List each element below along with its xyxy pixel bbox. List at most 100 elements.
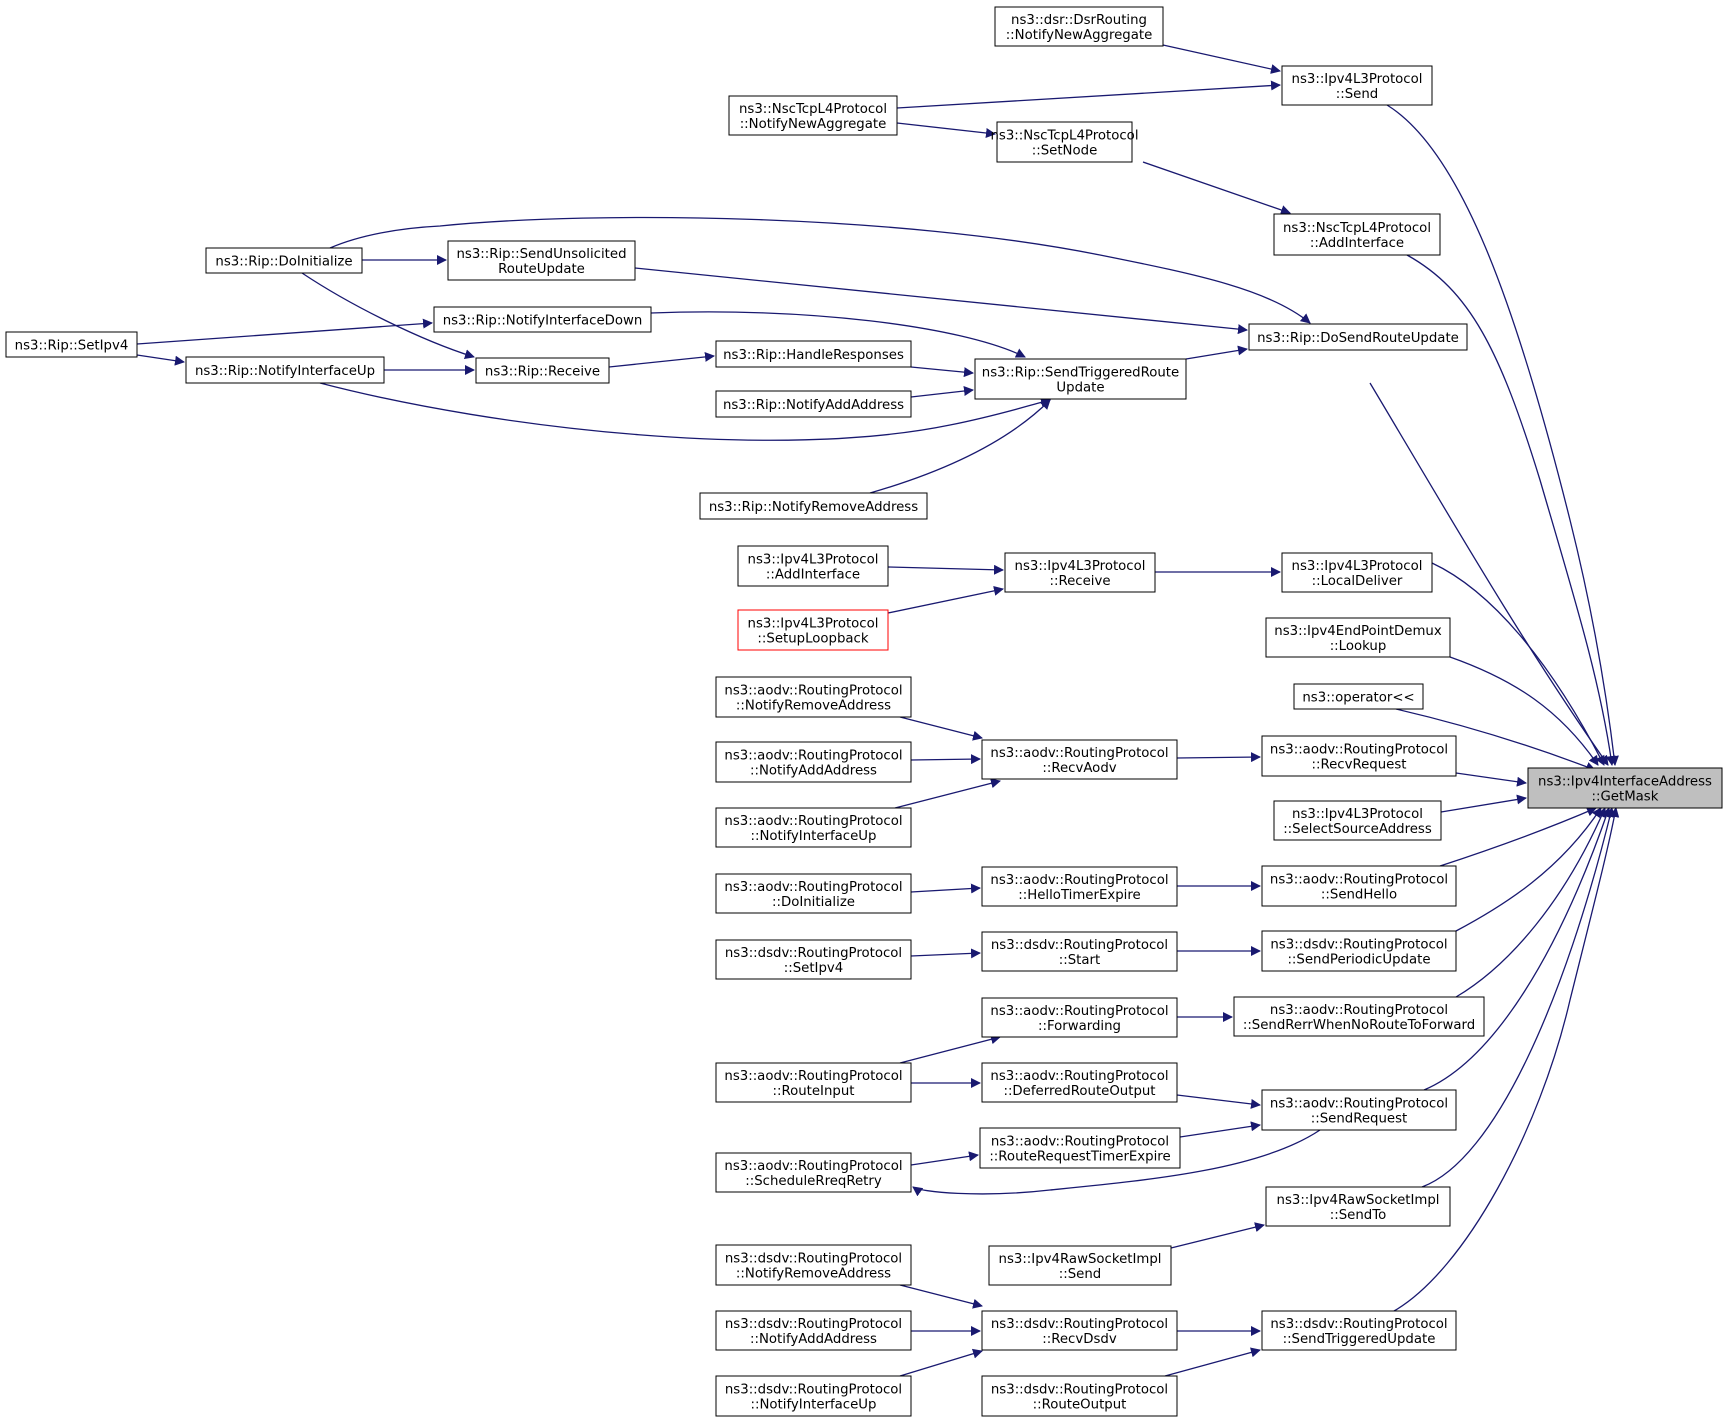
call-edge-40 [910, 883, 981, 894]
node-dsdv-routeout[interactable]: ns3::dsdv::RoutingProtocol::RouteOutput [981, 1375, 1178, 1417]
node-label-line: ::NotifyNewAggregate [1006, 28, 1153, 43]
node-label-line: RouteUpdate [498, 262, 585, 277]
node-aodv-ifup[interactable]: ns3::aodv::RoutingProtocol::NotifyInterf… [715, 807, 912, 848]
node-label-line: ns3::Ipv4RawSocketImpl [1277, 1193, 1440, 1208]
node-box [737, 609, 889, 651]
node-aodv-recvreq[interactable]: ns3::aodv::RoutingProtocol::RecvRequest [1261, 735, 1457, 777]
call-edge-11 [1455, 772, 1527, 787]
call-edge-34 [887, 585, 1004, 614]
node-box [1293, 683, 1424, 710]
node-rip-rmaddr[interactable]: ns3::Rip::NotifyRemoveAddress [699, 492, 928, 520]
node-dsdv-trig[interactable]: ns3::dsdv::RoutingProtocol::SendTriggere… [1261, 1310, 1457, 1351]
node-rip-handle[interactable]: ns3::Rip::HandleResponses [715, 340, 912, 368]
node-aodv-rerr[interactable]: ns3::aodv::RoutingProtocol::SendRerrWhen… [1233, 996, 1485, 1037]
node-label-line: ns3::dsr::DsrRouting [1011, 13, 1147, 28]
node-rip-setipv4[interactable]: ns3::Rip::SetIpv4 [5, 331, 138, 358]
node-label-line: ::GetMask [1592, 790, 1659, 805]
node-raw-sendto[interactable]: ns3::Ipv4RawSocketImpl::SendTo [1265, 1186, 1451, 1227]
node-label-line: ::RecvDsdv [1042, 1332, 1117, 1347]
node-aodv-addaddr[interactable]: ns3::aodv::RoutingProtocol::NotifyAddAdd… [715, 741, 912, 783]
node-dsdv-rmaddr[interactable]: ns3::dsdv::RoutingProtocol::NotifyRemove… [715, 1244, 912, 1286]
node-l3-addif[interactable]: ns3::Ipv4L3Protocol::AddInterface [737, 545, 889, 587]
node-rip-doinit[interactable]: ns3::Rip::DoInitialize [205, 247, 363, 274]
node-label-line: ::NotifyInterfaceUp [751, 1398, 877, 1413]
node-label-line: ns3::dsdv::RoutingProtocol [725, 1383, 902, 1398]
node-rip-ifup[interactable]: ns3::Rip::NotifyInterfaceUp [185, 356, 385, 384]
call-edge-27 [910, 366, 974, 378]
call-edge-18 [1393, 807, 1620, 1312]
node-box [715, 1310, 912, 1351]
node-label-line: ns3::Rip::SendUnsolicited [456, 247, 626, 262]
node-aodv-schedretry[interactable]: ns3::aodv::RoutingProtocol::ScheduleRreq… [715, 1152, 912, 1193]
node-aodv-sendhello[interactable]: ns3::aodv::RoutingProtocol::SendHello [1261, 865, 1457, 907]
node-dsr-notify[interactable]: ns3::dsr::DsrRouting::NotifyNewAggregate [994, 6, 1164, 47]
call-edge-31 [869, 399, 1051, 494]
node-l3-send[interactable]: ns3::Ipv4L3Protocol::Send [1281, 65, 1433, 106]
node-rip-receive[interactable]: ns3::Rip::Receive [475, 357, 610, 384]
node-op-ls[interactable]: ns3::operator<< [1293, 683, 1424, 710]
node-dsdv-recv[interactable]: ns3::dsdv::RoutingProtocol::RecvDsdv [981, 1310, 1178, 1351]
node-raw-send[interactable]: ns3::Ipv4RawSocketImpl::Send [988, 1245, 1172, 1286]
node-layer: ns3::Ipv4InterfaceAddress::GetMaskns3::d… [5, 6, 1723, 1417]
call-edge-16 [1423, 807, 1611, 1091]
call-edge-33 [887, 564, 1004, 575]
node-l3-loopback[interactable]: ns3::Ipv4L3Protocol::SetupLoopback [737, 609, 889, 651]
node-epdemux[interactable]: ns3::Ipv4EndPointDemux::Lookup [1265, 617, 1451, 658]
node-label-line: ns3::Ipv4L3Protocol [748, 617, 879, 632]
node-box [981, 931, 1178, 972]
node-aodv-deferred[interactable]: ns3::aodv::RoutingProtocol::DeferredRout… [981, 1062, 1178, 1103]
node-label-line: Update [1056, 381, 1104, 396]
node-box [728, 95, 898, 136]
call-edge-24 [136, 354, 185, 366]
node-aodv-recvaodv[interactable]: ns3::aodv::RoutingProtocol::RecvAodv [981, 739, 1178, 780]
node-label-line: ns3::aodv::RoutingProtocol [724, 814, 902, 829]
node-label-line: ns3::aodv::RoutingProtocol [724, 1159, 902, 1174]
node-label-line: ::Send [1336, 87, 1378, 102]
node-label-line: ns3::aodv::RoutingProtocol [1270, 873, 1448, 888]
node-aodv-sendreq[interactable]: ns3::aodv::RoutingProtocol::SendRequest [1261, 1089, 1457, 1131]
call-edge-17 [1421, 807, 1615, 1188]
node-aodv-doinit[interactable]: ns3::aodv::RoutingProtocol::DoInitialize [715, 873, 912, 914]
node-box [715, 676, 912, 718]
node-l3-selsrc[interactable]: ns3::Ipv4L3Protocol::SelectSourceAddress [1273, 800, 1442, 841]
node-label-line: ::SetupLoopback [757, 632, 868, 647]
node-dsdv-ifup[interactable]: ns3::dsdv::RoutingProtocol::NotifyInterf… [715, 1375, 912, 1417]
node-label-line: ns3::aodv::RoutingProtocol [990, 1069, 1168, 1084]
node-dsdv-addaddr[interactable]: ns3::dsdv::RoutingProtocol::NotifyAddAdd… [715, 1310, 912, 1351]
node-dsdv-setipv4[interactable]: ns3::dsdv::RoutingProtocol::SetIpv4 [715, 939, 912, 980]
node-box [737, 545, 889, 587]
node-rip-addaddr[interactable]: ns3::Rip::NotifyAddAddress [715, 390, 912, 418]
node-aodv-routeinput[interactable]: ns3::aodv::RoutingProtocol::RouteInput [715, 1062, 912, 1103]
node-dsdv-periodic[interactable]: ns3::dsdv::RoutingProtocol::SendPeriodic… [1261, 930, 1457, 972]
call-edge-13 [1439, 806, 1597, 867]
node-label-line: ns3::dsdv::RoutingProtocol [991, 1317, 1168, 1332]
node-target[interactable]: ns3::Ipv4InterfaceAddress::GetMask [1527, 767, 1723, 809]
node-label-line: ns3::Rip::NotifyInterfaceUp [195, 364, 375, 379]
node-box [1261, 735, 1457, 777]
node-aodv-rrtimer[interactable]: ns3::aodv::RoutingProtocol::RouteRequest… [979, 1127, 1181, 1169]
node-nsc-setnode[interactable]: ns3::NscTcpL4Protocol::SetNode [990, 121, 1139, 163]
call-edge-28 [910, 386, 974, 398]
node-aodv-forwarding[interactable]: ns3::aodv::RoutingProtocol::Forwarding [981, 997, 1178, 1038]
node-l3-localdeliver[interactable]: ns3::Ipv4L3Protocol::LocalDeliver [1281, 552, 1433, 593]
node-box [1261, 1089, 1457, 1131]
node-dsdv-start[interactable]: ns3::dsdv::RoutingProtocol::Start [981, 931, 1178, 972]
node-label-line: ::ScheduleRreqRetry [745, 1174, 882, 1189]
node-aodv-hellotimer[interactable]: ns3::aodv::RoutingProtocol::HelloTimerEx… [981, 866, 1178, 907]
node-rip-dosend[interactable]: ns3::Rip::DoSendRouteUpdate [1248, 323, 1468, 351]
node-box [715, 1062, 912, 1103]
node-l3-receive[interactable]: ns3::Ipv4L3Protocol::Receive [1004, 552, 1156, 593]
node-label-line: ::NotifyRemoveAddress [736, 1267, 891, 1282]
node-nsc-addif[interactable]: ns3::NscTcpL4Protocol::AddInterface [1273, 213, 1441, 256]
node-label-line: ns3::Ipv4L3Protocol [1015, 559, 1146, 574]
call-edge-37 [910, 754, 981, 765]
node-box [1261, 865, 1457, 907]
node-aodv-rmaddr[interactable]: ns3::aodv::RoutingProtocol::NotifyRemove… [715, 676, 912, 718]
node-label-line: ns3::Rip::HandleResponses [723, 348, 904, 363]
call-edge-36 [899, 716, 983, 741]
node-label-line: ::Lookup [1330, 639, 1387, 654]
node-rip-ifdown[interactable]: ns3::Rip::NotifyInterfaceDown [433, 306, 652, 333]
node-nsc-notify[interactable]: ns3::NscTcpL4Protocol::NotifyNewAggregat… [728, 95, 898, 136]
